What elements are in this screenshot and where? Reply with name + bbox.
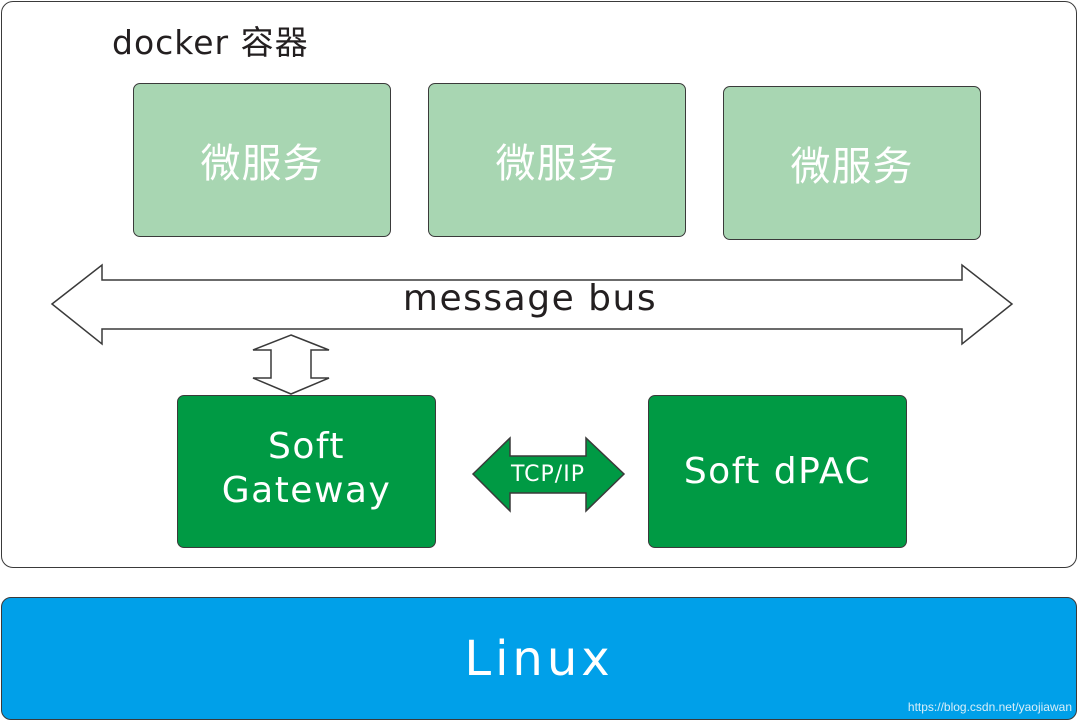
- soft-dpac-box: Soft dPAC: [648, 395, 907, 548]
- microservice-label: 微服务: [495, 141, 619, 187]
- microservice-label: 微服务: [200, 141, 324, 187]
- soft-gateway-label-line1: Soft: [267, 425, 346, 467]
- microservice-box-1: 微服务: [133, 83, 391, 237]
- microservice-box-2: 微服务: [428, 83, 686, 237]
- watermark-text: https://blog.csdn.net/yaojiawan: [907, 700, 1072, 714]
- microservice-box-3: 微服务: [723, 86, 981, 240]
- soft-gateway-box: Soft Gateway: [177, 395, 436, 548]
- linux-label: Linux: [464, 630, 614, 687]
- message-bus-label: message bus: [402, 278, 658, 319]
- microservice-label: 微服务: [790, 144, 914, 190]
- linux-layer: Linux: [1, 597, 1077, 720]
- tcp-ip-label: TCP/IP: [511, 462, 585, 487]
- soft-dpac-label: Soft dPAC: [683, 450, 872, 492]
- soft-gateway-label-line2: Gateway: [221, 469, 392, 511]
- docker-container-label: docker 容器: [112, 23, 309, 62]
